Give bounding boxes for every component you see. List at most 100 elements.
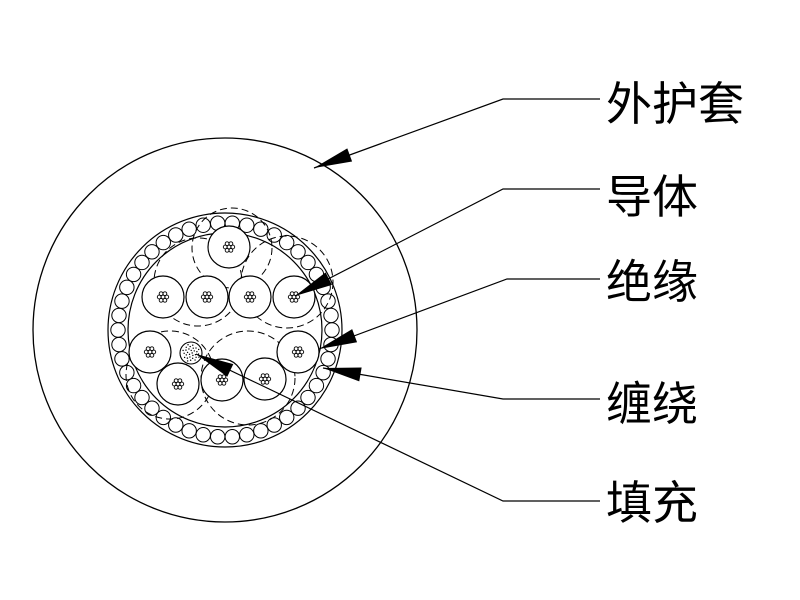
insulation-circle	[156, 362, 200, 406]
wrapping-bead	[195, 427, 211, 443]
filler-dot	[185, 346, 187, 348]
filler-dot	[188, 348, 190, 350]
filler-dot	[194, 359, 196, 361]
wrapping-bead	[308, 377, 325, 394]
wrapping-bead	[300, 389, 316, 406]
leader-arrowhead	[295, 272, 332, 296]
wrapping-bead	[266, 417, 282, 433]
filler-dot	[189, 345, 191, 348]
leader-lines	[195, 98, 600, 502]
wrapping-bead	[290, 244, 306, 260]
wrapping-bead	[125, 377, 142, 394]
wrapping-outer-circle	[107, 212, 343, 448]
conductor-strand	[158, 297, 164, 303]
conductor-strand	[173, 384, 179, 390]
conductor-strand	[222, 244, 228, 250]
wrapping-bead	[155, 234, 171, 251]
conductor-strand	[149, 346, 155, 352]
conductor-strand	[287, 294, 293, 300]
conductor-strand	[299, 349, 305, 355]
filler-dot	[187, 344, 189, 346]
insulated-core	[207, 225, 251, 269]
wrapping-bead	[111, 307, 127, 324]
leader-line	[322, 367, 600, 400]
wrapping-bead	[239, 427, 255, 443]
conductor-strand	[215, 377, 221, 383]
wrapping-bead	[155, 409, 171, 426]
wrapping-bead	[181, 423, 197, 439]
insulation-circle	[243, 357, 287, 401]
insulated-core	[128, 330, 172, 374]
conductor-strand	[206, 291, 212, 297]
conductor-strand	[164, 294, 170, 300]
filler-dot	[197, 353, 200, 355]
conductor-strand	[171, 381, 177, 387]
insulation-circle	[207, 225, 251, 269]
wrapping-bead	[144, 400, 160, 416]
wrapping-bead	[239, 217, 255, 233]
filler-dot	[194, 353, 197, 356]
label-wrapping: 缠绕	[606, 377, 698, 431]
leader-arrowhead	[323, 367, 362, 382]
conductor-strand	[156, 294, 162, 300]
leader-conductor	[294, 188, 600, 297]
conductor-strand	[224, 247, 230, 253]
leader-arrowhead	[314, 148, 353, 168]
filler-dot	[186, 351, 189, 354]
label-conductor: 导体	[606, 170, 698, 224]
filler-dot	[192, 347, 194, 349]
filler-dot	[185, 354, 188, 356]
insulated-core	[243, 357, 287, 401]
wrapping-bead	[168, 227, 184, 243]
conductor-strand	[223, 377, 229, 383]
conductor-strand	[289, 297, 295, 303]
wrapping-bead	[279, 409, 295, 426]
filler-dot	[198, 356, 200, 358]
wrapping-bead	[134, 389, 150, 406]
insulation-circle	[276, 330, 320, 374]
filler-dot	[191, 352, 193, 354]
filler-dot	[196, 351, 198, 353]
wrapping-bead	[253, 221, 269, 237]
insulated-core	[272, 275, 316, 319]
filler-dot	[182, 349, 184, 352]
conductor-strand	[177, 378, 183, 384]
wrapping-bead	[168, 417, 184, 433]
conductor-strand	[217, 380, 223, 386]
insulated-core	[200, 358, 244, 402]
filler-dot	[189, 359, 192, 361]
conductor-strand	[143, 349, 149, 355]
insulation-circle	[200, 358, 244, 402]
conductor-strand	[200, 294, 206, 300]
wrapping-bead	[253, 423, 269, 439]
cable-drawing	[32, 137, 418, 523]
insulation-circle	[128, 330, 172, 374]
leader-line	[195, 353, 600, 502]
insulation-circle	[185, 275, 229, 319]
conductor-strand	[291, 349, 297, 355]
insulated-core	[156, 362, 200, 406]
wrapping-bead	[110, 322, 126, 338]
filler-dot	[185, 349, 187, 351]
leader-line	[294, 188, 600, 297]
filler-dot	[183, 352, 185, 354]
conductor-strand	[260, 379, 266, 385]
wrapping-bead	[125, 266, 142, 283]
filler-dot	[189, 356, 191, 358]
insulated-core	[228, 275, 272, 319]
conductor-strand	[202, 297, 208, 303]
pair-outline-dashed	[191, 207, 273, 289]
conductor-strand	[266, 376, 272, 382]
wrapping-bead	[144, 244, 160, 260]
conductor-strand	[228, 241, 234, 247]
conductor-strand	[179, 381, 185, 387]
filler-dot	[186, 360, 189, 362]
filler-dot	[192, 354, 194, 357]
insulation-circle	[141, 275, 185, 319]
conductor-strand	[145, 352, 151, 358]
filler-dot	[186, 357, 189, 359]
leader-insulation	[318, 278, 600, 350]
wrapping-bead	[209, 429, 226, 445]
wrapping-bead	[320, 351, 336, 367]
